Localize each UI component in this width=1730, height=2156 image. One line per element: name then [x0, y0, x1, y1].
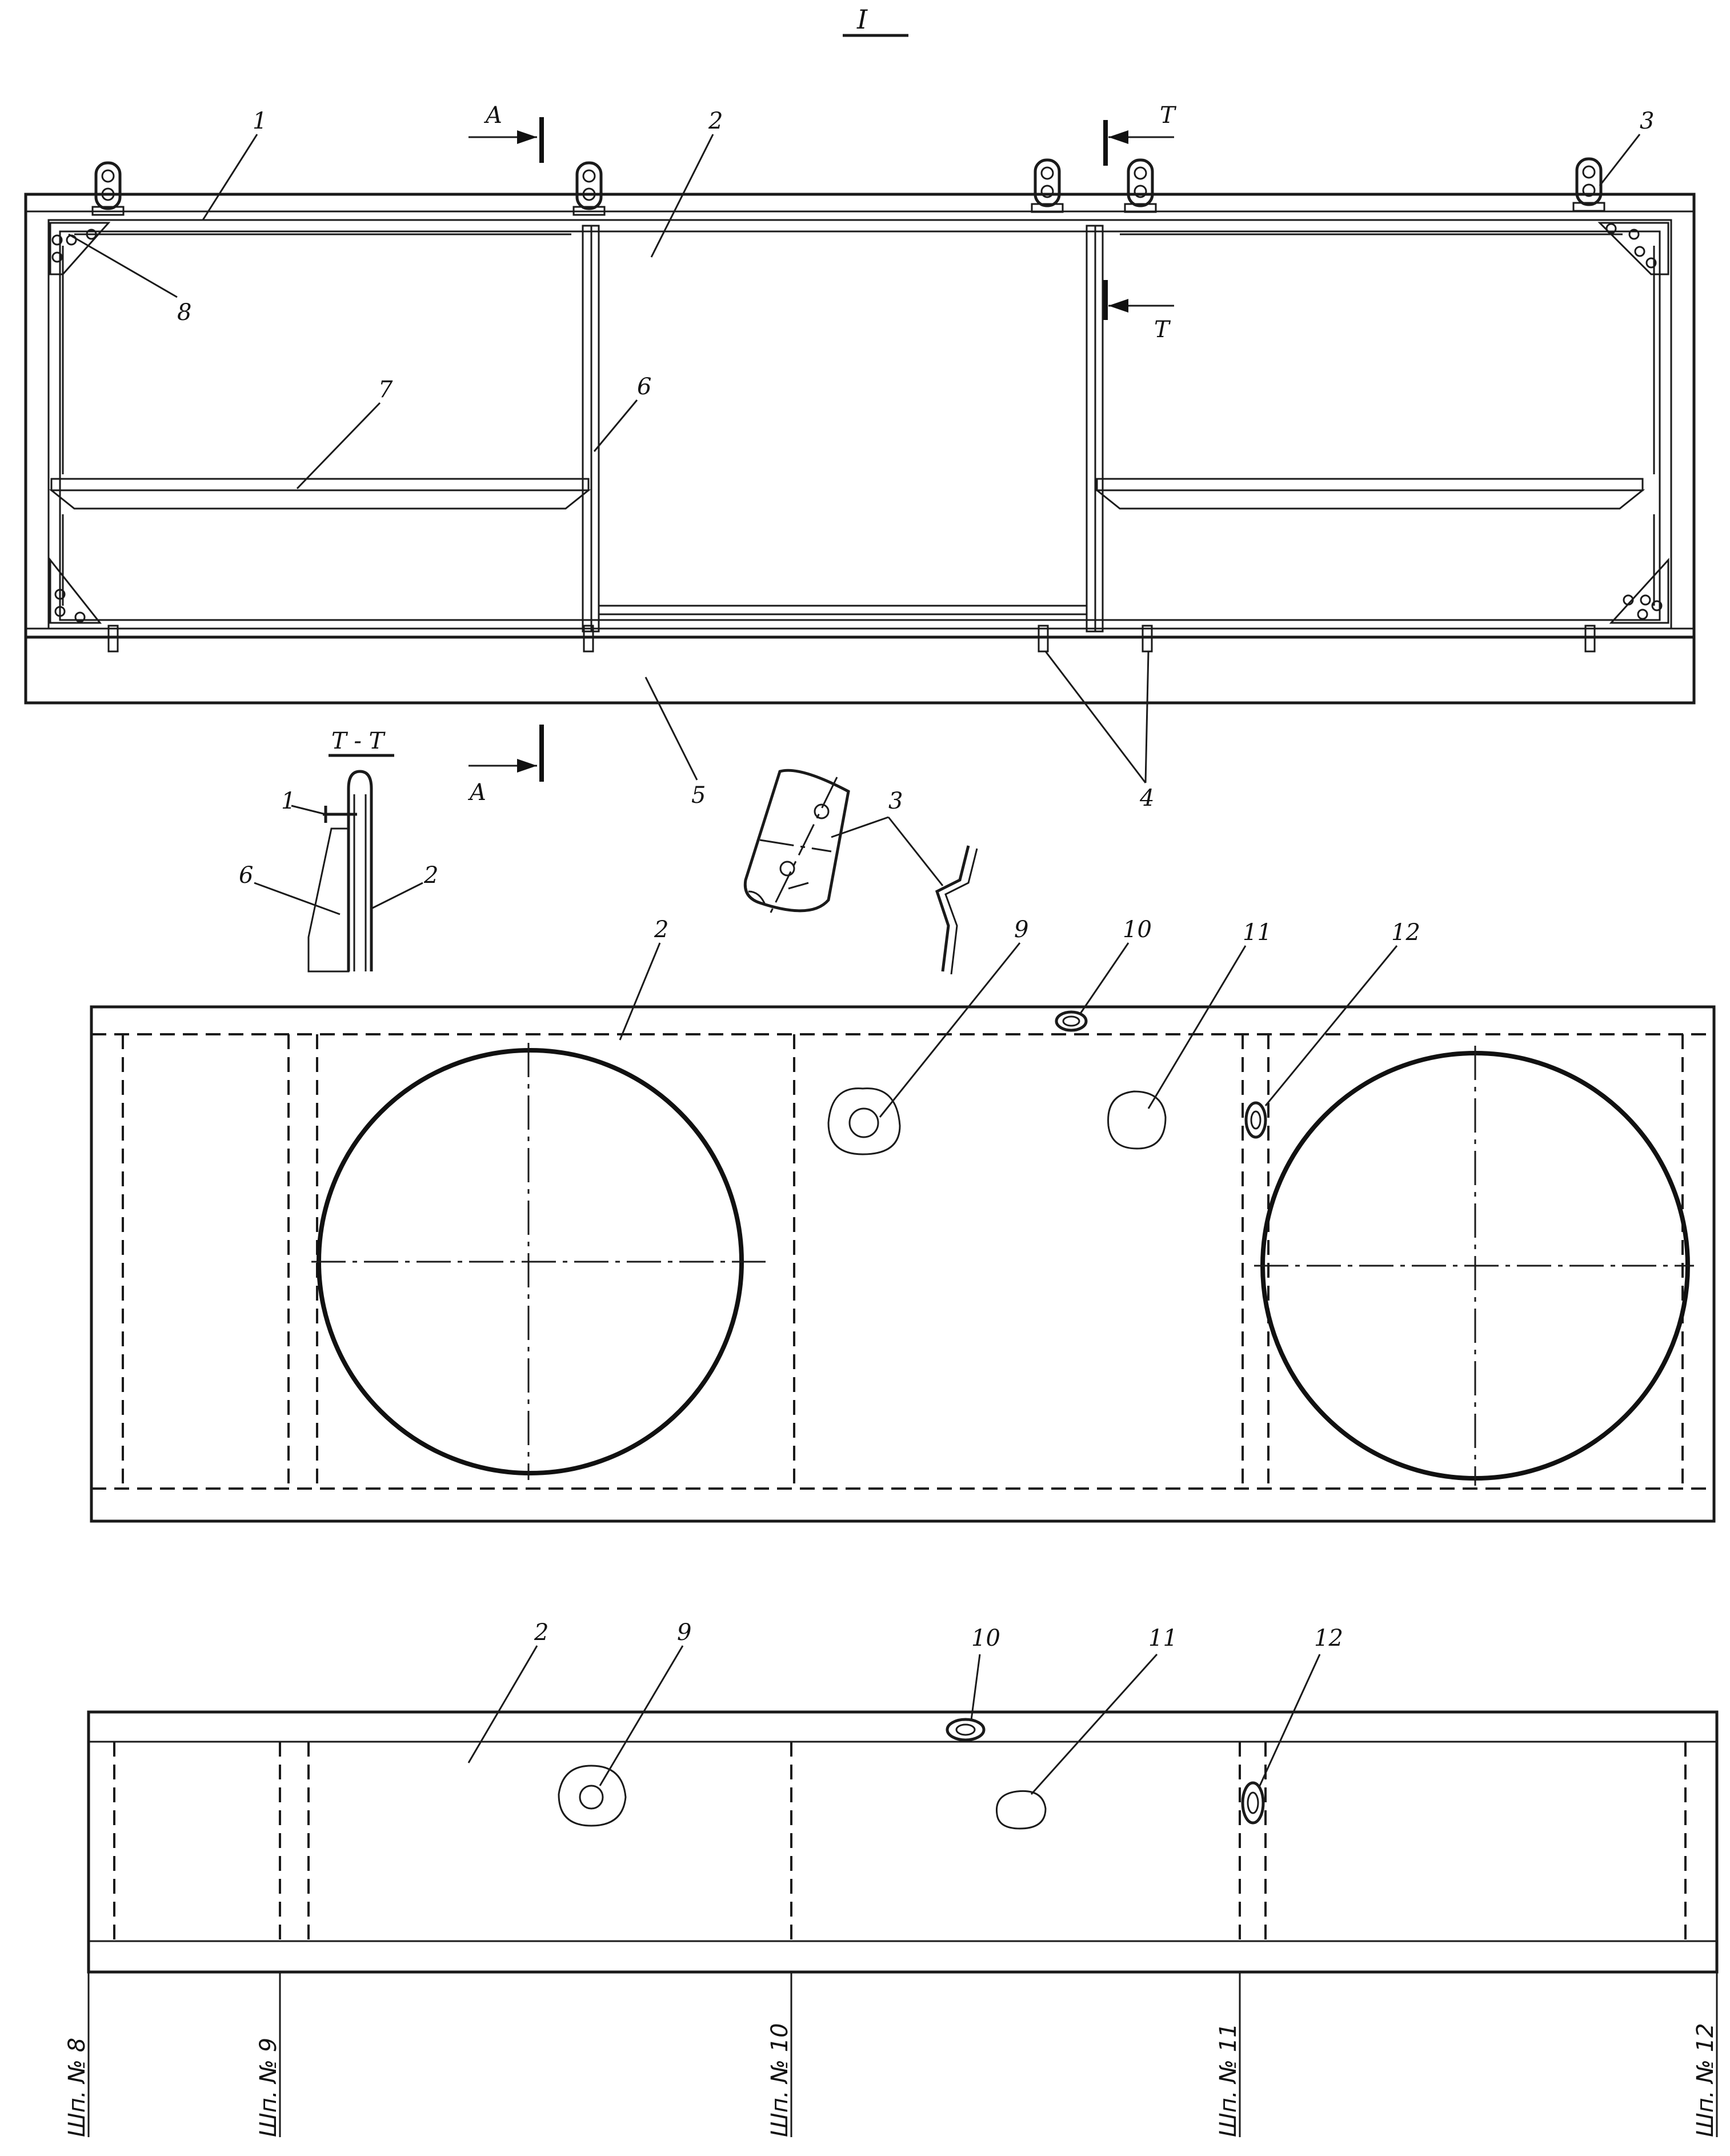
- hanging-lugs: [91, 157, 1605, 216]
- lug: [1031, 158, 1064, 213]
- tt-callout-1: 1: [281, 788, 295, 814]
- section-markers: A A T T: [467, 102, 1177, 806]
- callout-8: 8: [177, 299, 191, 326]
- frame-8: Шп. № 8: [64, 2038, 90, 2137]
- lug: [1572, 157, 1605, 212]
- top-view-callouts: 1 2 3 8 7 6 5 4: [68, 108, 1654, 811]
- lug: [91, 161, 125, 216]
- mid-callout-2: 2: [654, 917, 668, 943]
- tt-callout-2: 2: [423, 862, 438, 889]
- section-t-top: T: [1160, 102, 1177, 129]
- bottom-view: 2 9 10 11 12 Шп. № 8 Шп. № 9 Шп. № 10 Шп…: [64, 1619, 1719, 2137]
- callout-1: 1: [253, 108, 267, 134]
- callout-2: 2: [708, 108, 723, 134]
- bot-callout-12: 12: [1314, 1625, 1343, 1651]
- frame-12: Шп. № 12: [1692, 2023, 1719, 2137]
- view-title: I: [843, 4, 908, 37]
- frame-11: Шп. № 11: [1215, 2023, 1242, 2137]
- frame-9: Шп. № 9: [255, 2038, 282, 2137]
- bot-callout-10: 10: [971, 1625, 1000, 1651]
- callout-6: 6: [637, 374, 651, 400]
- bot-callout-2: 2: [534, 1619, 548, 1646]
- frame-10: Шп. № 10: [767, 2023, 793, 2137]
- bot-callout-11: 11: [1148, 1625, 1178, 1651]
- mid-callout-10: 10: [1123, 917, 1152, 943]
- bot-callout-9: 9: [677, 1619, 691, 1646]
- mid-callout-9: 9: [1014, 917, 1028, 943]
- section-tt-label: T - T: [331, 728, 386, 754]
- lug: [572, 161, 606, 216]
- mid-callout-11: 11: [1243, 919, 1272, 946]
- callout-4: 4: [1139, 785, 1154, 811]
- section-t-mid: T: [1154, 317, 1171, 343]
- frame-labels: Шп. № 8 Шп. № 9 Шп. № 10 Шп. № 11 Шп. № …: [64, 2023, 1719, 2137]
- top-view-frame: [24, 193, 1696, 705]
- mid-callout-12: 12: [1391, 919, 1420, 946]
- view-label: I: [856, 4, 868, 35]
- middle-view: 2 9 10 11 12: [90, 917, 1716, 1523]
- section-a-bottom: A: [467, 779, 486, 806]
- callout-3: 3: [1640, 108, 1654, 134]
- lug-detail: 3: [743, 769, 978, 975]
- tt-callout-6: 6: [239, 862, 253, 889]
- callout-5: 5: [691, 782, 706, 809]
- lug: [1124, 158, 1157, 213]
- bottom-studs: [107, 625, 1596, 653]
- section-a-top: A: [483, 102, 502, 129]
- callout-7: 7: [378, 377, 393, 403]
- section-tt-detail: T - T 1 6 2: [239, 728, 438, 973]
- detail-callout-3: 3: [888, 788, 903, 814]
